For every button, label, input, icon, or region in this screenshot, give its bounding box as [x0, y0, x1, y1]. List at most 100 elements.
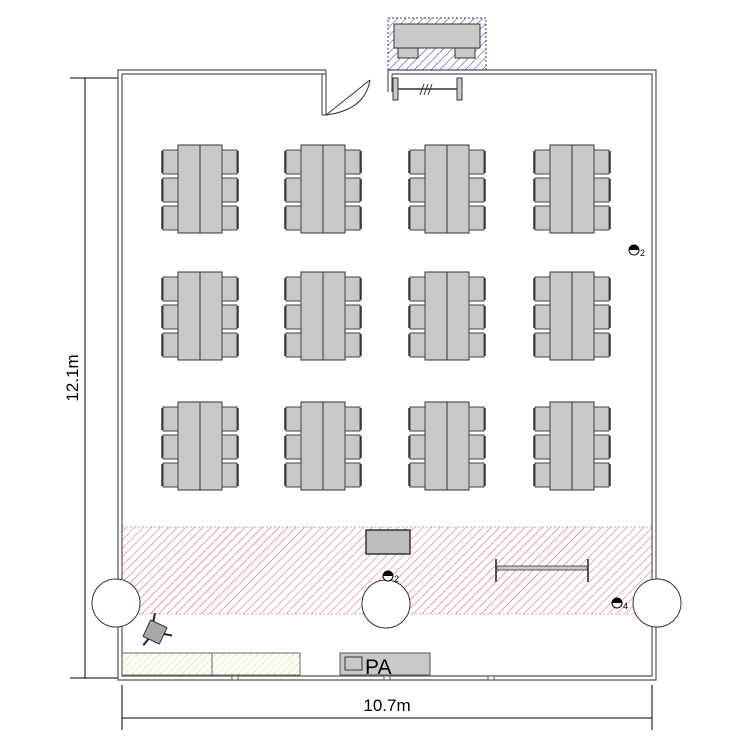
table-group: [533, 144, 611, 234]
chair: [221, 276, 238, 302]
pa-system: PA: [339, 652, 431, 679]
table: [199, 401, 223, 491]
chair: [221, 406, 238, 432]
table: [446, 144, 470, 234]
chair: [593, 332, 610, 358]
table-group: [284, 144, 362, 234]
table: [549, 271, 573, 361]
chair: [162, 149, 179, 175]
table: [300, 271, 324, 361]
chair: [534, 177, 551, 203]
table-group: [161, 401, 239, 491]
chair: [285, 205, 302, 231]
chair: [534, 434, 551, 460]
chair: [162, 434, 179, 460]
table: [424, 401, 448, 491]
chair: [534, 462, 551, 488]
reception-chairs: [397, 47, 476, 59]
chair: [285, 332, 302, 358]
chair: [162, 462, 179, 488]
table: [322, 144, 346, 234]
table: [424, 271, 448, 361]
chair: [409, 304, 426, 330]
table: [571, 144, 595, 234]
chair: [221, 177, 238, 203]
table: [571, 271, 595, 361]
chair: [285, 304, 302, 330]
table: [446, 271, 470, 361]
outlet-label: 2: [640, 248, 645, 258]
outlet: 4: [611, 597, 628, 611]
chair: [593, 462, 610, 488]
chair: [344, 406, 361, 432]
windows: [231, 675, 495, 681]
chair: [534, 149, 551, 175]
chair: [468, 177, 485, 203]
chair: [593, 406, 610, 432]
chair: [344, 304, 361, 330]
chair: [162, 332, 179, 358]
table-group: [161, 271, 239, 361]
chair: [593, 304, 610, 330]
reception-desk: [393, 23, 481, 49]
chair: [593, 434, 610, 460]
chair: [285, 462, 302, 488]
chair: [593, 205, 610, 231]
height-dimension: [70, 77, 118, 679]
chair: [409, 434, 426, 460]
table-group: [408, 401, 486, 491]
chair: [162, 177, 179, 203]
chair: [221, 304, 238, 330]
table: [300, 401, 324, 491]
chair: [285, 177, 302, 203]
chair: [221, 462, 238, 488]
chair: [468, 462, 485, 488]
chair: [221, 205, 238, 231]
chair: [468, 276, 485, 302]
chair: [468, 149, 485, 175]
chair: [221, 434, 238, 460]
chair: [468, 406, 485, 432]
chair: [221, 332, 238, 358]
chair: [162, 205, 179, 231]
chair: [285, 149, 302, 175]
width-dimension: [121, 685, 653, 730]
chair: [162, 304, 179, 330]
table: [549, 144, 573, 234]
chair: [409, 332, 426, 358]
camera: [142, 613, 173, 646]
chair: [534, 406, 551, 432]
table: [446, 401, 470, 491]
table: [177, 401, 201, 491]
chair: [344, 332, 361, 358]
chair: [162, 276, 179, 302]
chair: [468, 205, 485, 231]
chair: [409, 462, 426, 488]
chair: [285, 276, 302, 302]
table: [300, 144, 324, 234]
table-group: [161, 144, 239, 234]
chair: [344, 276, 361, 302]
chair: [593, 149, 610, 175]
chair: [468, 434, 485, 460]
screen: [365, 529, 411, 555]
table-group: [533, 401, 611, 491]
pa-label: PA: [365, 656, 391, 679]
table: [322, 401, 346, 491]
table: [549, 401, 573, 491]
table: [322, 271, 346, 361]
chair: [468, 304, 485, 330]
chair: [593, 276, 610, 302]
chair: [285, 434, 302, 460]
chair: [409, 406, 426, 432]
chair: [344, 149, 361, 175]
chair: [409, 149, 426, 175]
height-label: 12.1m: [63, 354, 82, 401]
table: [177, 271, 201, 361]
side-tables: [121, 652, 301, 676]
table-group: [284, 401, 362, 491]
outlet-label: 4: [623, 601, 628, 611]
outlet: 2: [382, 570, 399, 584]
chair: [409, 205, 426, 231]
